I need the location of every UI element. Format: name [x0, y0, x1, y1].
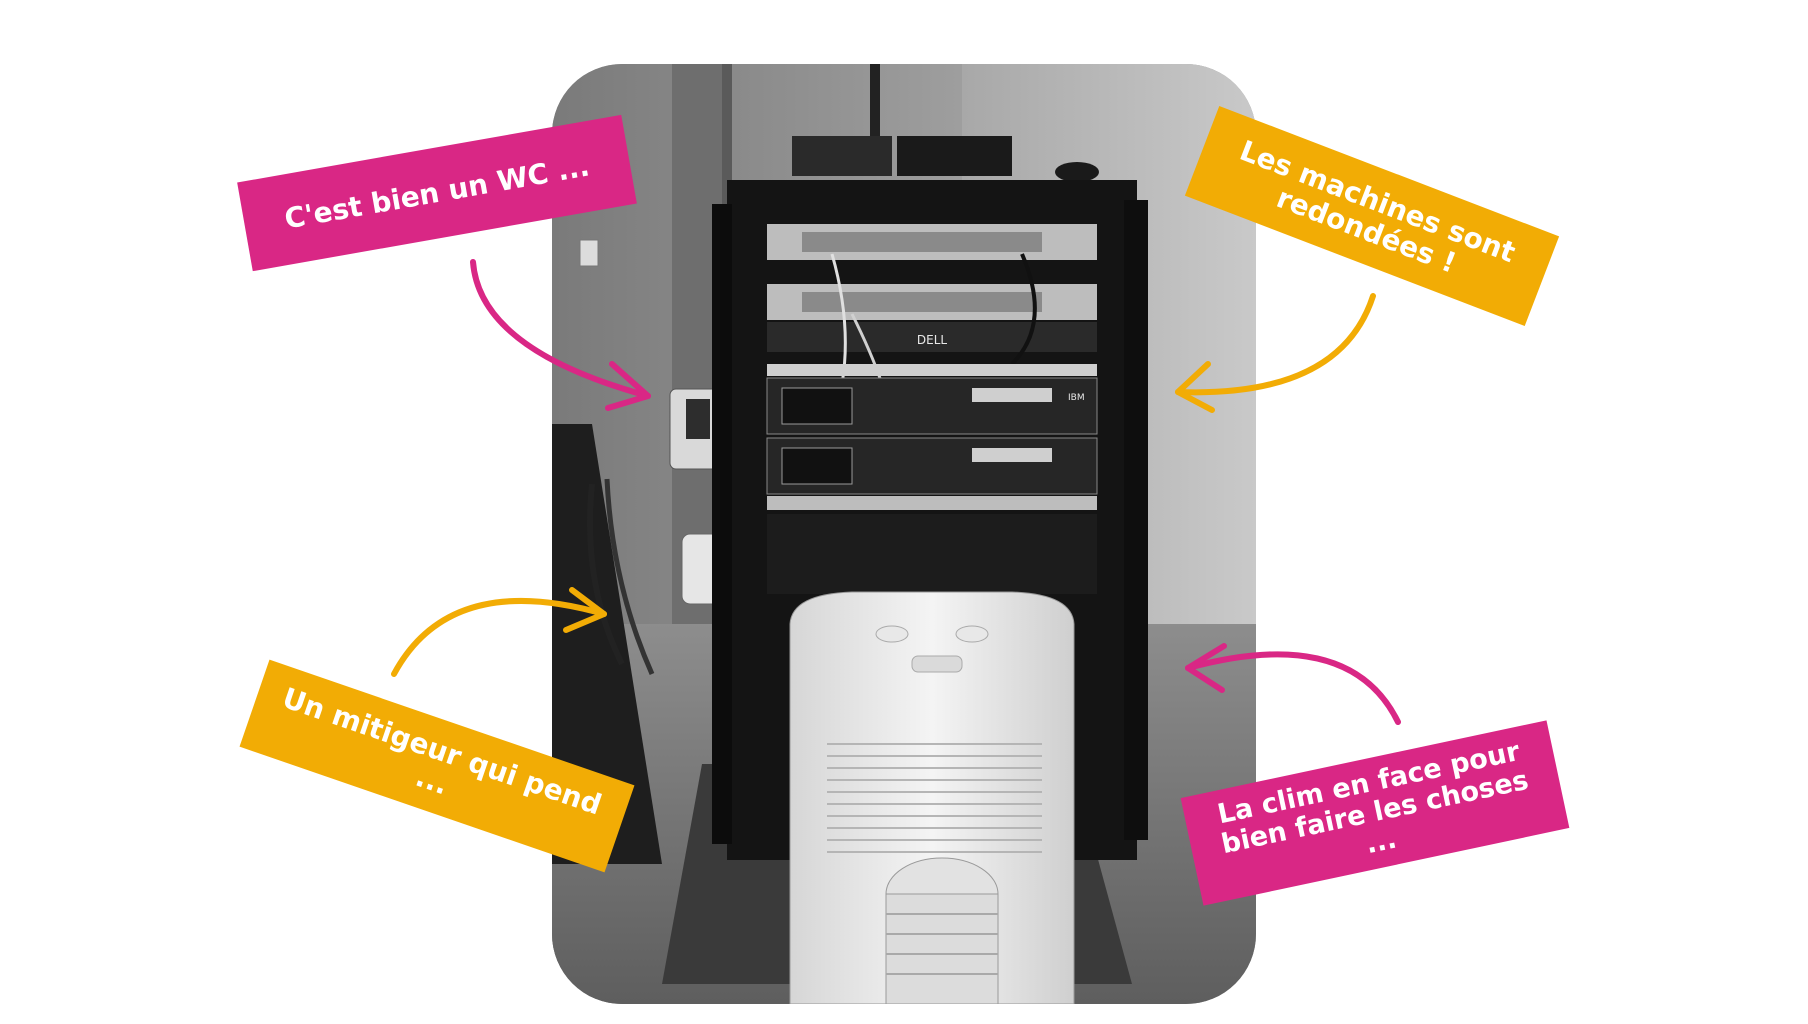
network-switch: DELL: [767, 224, 1097, 352]
arrow-to-wc: [470, 259, 651, 411]
arrow-to-mitigeur: [391, 587, 607, 677]
ibm-logo: IBM: [1068, 393, 1085, 403]
arrow-to-clim: [1185, 643, 1401, 725]
dell-logo: DELL: [917, 333, 948, 347]
air-conditioner: [789, 591, 1075, 1004]
rack-server: IBM: [766, 364, 1098, 510]
photo-illustration: DELL IBM: [552, 64, 1256, 1004]
server-rack-photo: DELL IBM: [552, 64, 1256, 1004]
arrow-to-machines: [1175, 293, 1376, 413]
